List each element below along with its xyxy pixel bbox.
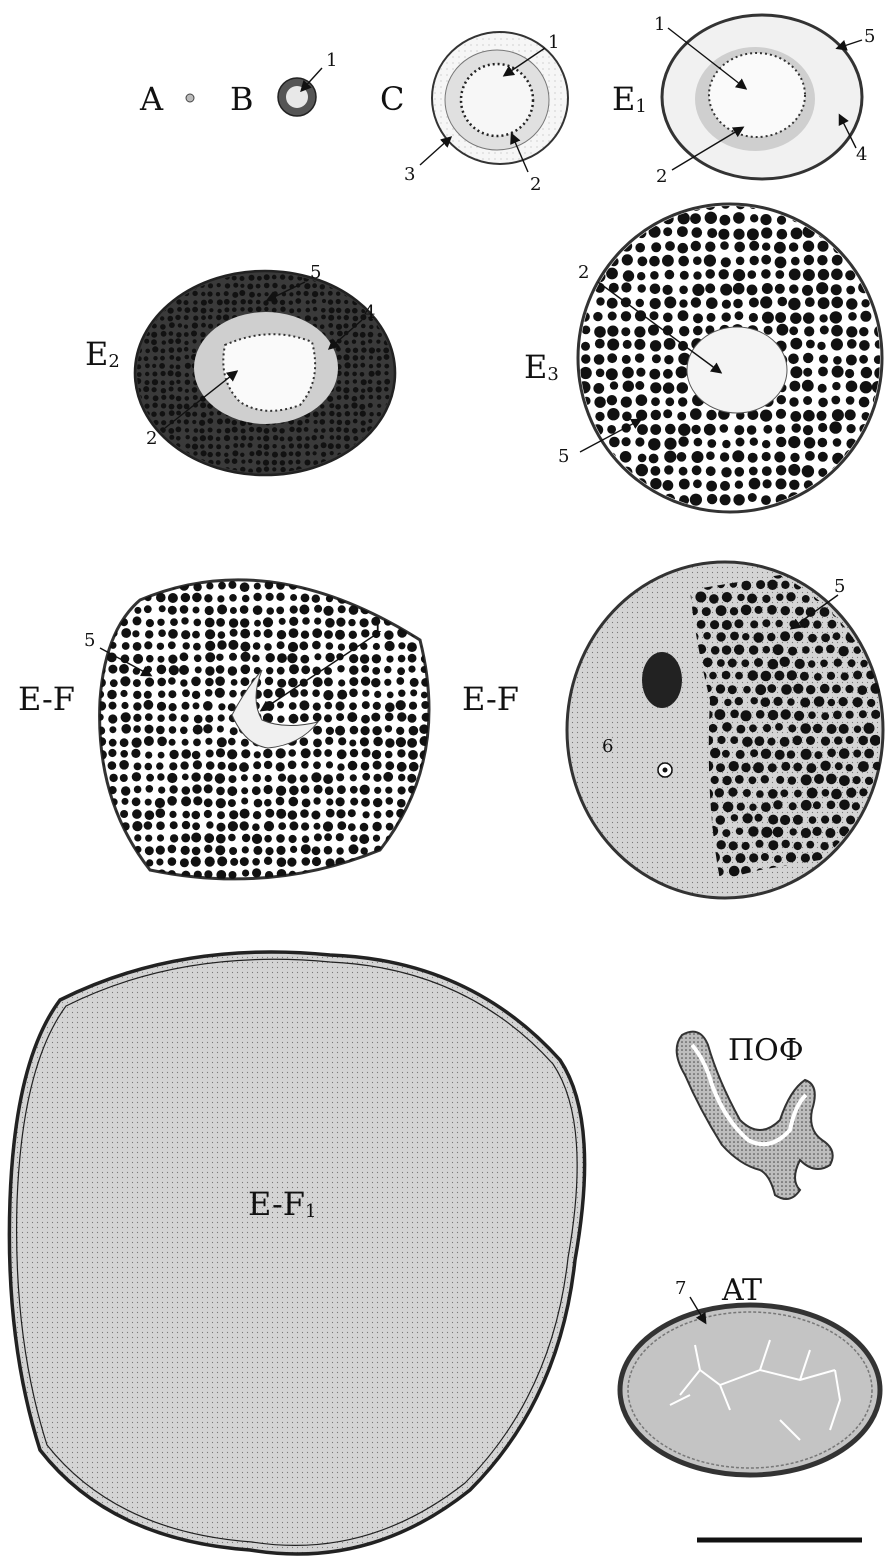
callout-e1-4: 4 [856,144,867,165]
stage-e-f-a: E-F 1 5 [18,544,455,892]
callout-e-f-b-6: 6 [602,736,613,757]
stage-e-f-a-label: E-F [18,680,75,718]
callout-arrow-e1-5 [838,40,862,48]
callout-e-f-b-5: 5 [834,576,845,597]
stage-c-label: C [380,80,404,118]
callout-e-f-a-5: 5 [84,630,95,651]
callout-b1: 1 [326,50,337,71]
oocyte-e-f1 [9,952,584,1554]
oocyte-a [186,94,194,102]
stage-b: B 1 [230,50,337,118]
stage-c: C 1 2 3 [380,32,568,195]
callout-e1-5: 5 [864,26,875,47]
stage-b-label: B [230,80,254,118]
stage-e2: E2 5 4 2 [85,262,399,482]
stage-e-f1: E-F1 [9,952,584,1554]
stage-e2-label: E2 [85,335,120,373]
callout-e2-5: 5 [310,262,321,283]
nucleus-c [461,64,533,136]
callout-e1-1: 1 [654,14,665,35]
callout-e2-2: 2 [146,428,157,449]
callout-arrow-c3 [420,138,450,165]
stage-e3: E3 2 5 [524,199,887,513]
stage-e3-label: E3 [524,348,559,386]
nucleus-e1 [709,53,805,137]
callout-e3-2: 2 [578,262,589,283]
callout-e1-2: 2 [656,166,667,187]
stage-e-f-b-label: E-F [462,680,519,718]
yolk-island-e-f-b [642,652,682,708]
callout-e2-4: 4 [364,302,375,323]
stage-e1: E1 1 2 4 5 [612,14,875,187]
callout-e-f-a-1: 1 [372,616,383,637]
nucleus-e3 [687,327,787,413]
callout-c2: 2 [530,174,541,195]
stage-at: AT 7 [620,1273,880,1475]
stage-a: A [139,80,194,118]
nucleolus-center-e-f-b [663,768,668,773]
atretic-oocyte [620,1305,880,1475]
callout-c3: 3 [404,164,415,185]
stage-e-f-b: E-F 5 6 [462,562,883,898]
stage-a-label: A [139,80,164,118]
stage-e1-label: E1 [612,80,647,118]
nucleus-b [286,86,308,108]
stage-pof: ПОФ [677,1032,833,1199]
stage-pof-label: ПОФ [728,1033,804,1068]
callout-at-7: 7 [675,1278,686,1299]
callout-c1: 1 [548,32,559,53]
callout-e3-5: 5 [558,446,569,467]
